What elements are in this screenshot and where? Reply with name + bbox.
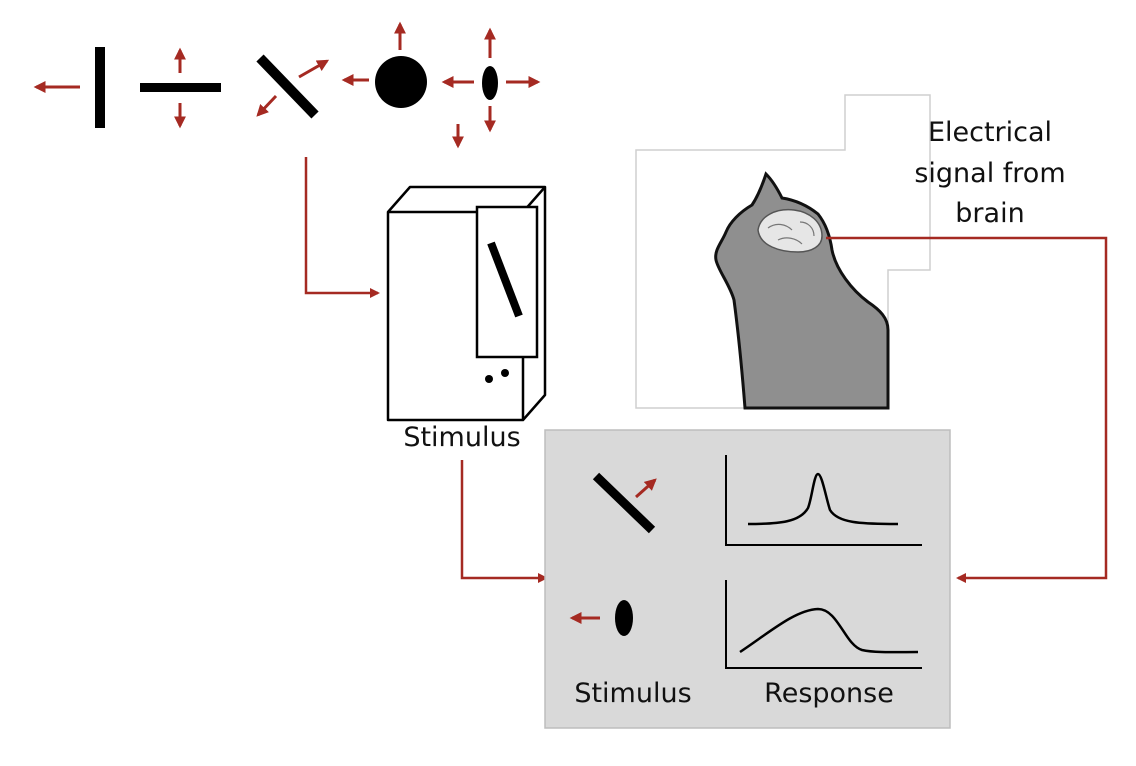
- signal-label-line3: brain: [955, 198, 1024, 229]
- stimulus-small-ellipse: [441, 27, 541, 149]
- panel-small-ellipse: [615, 600, 633, 636]
- monitor-button: [501, 369, 509, 377]
- panel-stimulus-label: Stimulus: [574, 678, 691, 709]
- results-panel: Stimulus Response: [544, 429, 951, 729]
- panel-diagonal-bar: [592, 472, 656, 534]
- stimulus-device-label: Stimulus: [403, 422, 520, 453]
- motion-arrow-up-right: [298, 59, 330, 79]
- connector-brain-to-panel: [826, 236, 1108, 583]
- signal-label-line1: Electrical: [928, 117, 1052, 148]
- stimulus-horizontal-bar: [140, 47, 221, 129]
- graph-axes-1: [725, 455, 922, 546]
- motion-arrow-up-right: [634, 478, 657, 499]
- brain-icon: [757, 208, 823, 253]
- stimulus-monitor: [386, 185, 547, 422]
- screen-bar: [487, 241, 523, 318]
- connector-stimuli-to-monitor: [304, 157, 380, 298]
- response-curve-broad-hump: [739, 607, 919, 654]
- connector-monitor-to-panel: [460, 460, 548, 583]
- stimulus-diagonal-bar: [256, 54, 330, 119]
- stimulus-large-dot: [341, 21, 427, 108]
- response-curve-sharp-peak: [747, 472, 899, 526]
- monitor-button: [485, 375, 493, 383]
- motion-arrow-down-left: [256, 94, 278, 117]
- stimulus-vertical-bar: [33, 47, 105, 128]
- graph-axes-2: [725, 580, 922, 669]
- cat-image: [635, 94, 931, 410]
- signal-label-line2: signal from: [914, 158, 1065, 189]
- panel-response-label: Response: [764, 678, 894, 709]
